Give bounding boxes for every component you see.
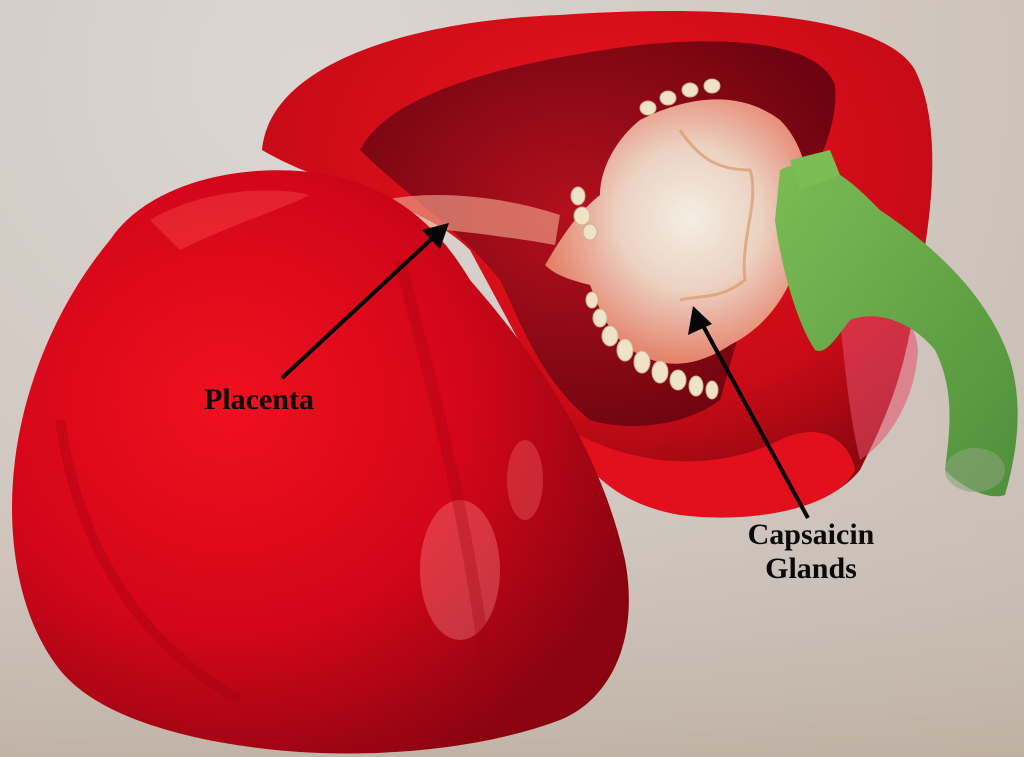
pepper-stem	[775, 150, 1018, 497]
placenta-core	[545, 99, 809, 364]
front-pepper-half	[12, 170, 629, 754]
annotation-arrows	[280, 223, 810, 519]
placenta-ridge	[385, 195, 560, 245]
placenta-arrow-head-icon	[422, 223, 449, 249]
capsaicin-arrow	[699, 321, 810, 519]
capsaicin-label-line-1: Capsaicin	[747, 518, 875, 551]
capsaicin-glands-label: Capsaicin Glands	[728, 518, 894, 586]
placenta-label: Placenta	[204, 383, 314, 416]
capsaicin-label-line-2: Glands	[765, 552, 857, 585]
seeds	[570, 78, 721, 400]
placenta-arrow	[280, 232, 439, 380]
capsaicin-arrow-head-icon	[688, 306, 712, 335]
